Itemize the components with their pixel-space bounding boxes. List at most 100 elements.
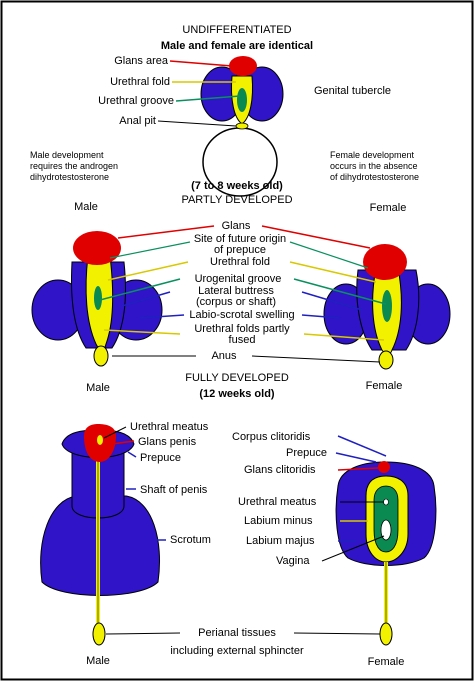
leader-prepuce-female-full (335, 452, 377, 463)
partly-male-glans (73, 231, 121, 265)
heading-age-7-8: (7 to 8 weeks old) (191, 180, 283, 192)
leader-urethral-meatus-male (103, 426, 127, 439)
full-female-perianal (379, 622, 393, 646)
full-female-glans-clitoridis (378, 461, 390, 473)
label-perianal-2: including external sphincter (170, 645, 304, 657)
full-female-labels: Corpus clitoridis Prepuce Glans clitorid… (232, 431, 327, 567)
leader-glans-area (169, 60, 233, 67)
leader-glans-male (117, 225, 215, 239)
undifferentiated-stage: UNDIFFERENTIATED Male and female are ide… (98, 24, 391, 197)
leader-labioscrotal-female (301, 314, 341, 319)
label-lateral-buttress-1: Lateral buttress (198, 285, 274, 297)
full-male-perianal (92, 622, 106, 646)
leader-groove-female (293, 278, 387, 305)
leader-buttress-female (301, 291, 363, 311)
leader-perianal-female (293, 632, 381, 635)
partly-female-glans (363, 244, 407, 280)
note-female-line-2: occurs in the absence (330, 161, 418, 171)
leader-anus-female (251, 355, 381, 363)
label-labium-minus: Labium minus (244, 515, 313, 527)
label-prepuce-origin-2: of prepuce (214, 244, 266, 256)
label-partly-urethral-fold: Urethral fold (210, 256, 270, 268)
label-urethral-groove: Urethral groove (98, 95, 174, 107)
undiff-glans-area (229, 56, 257, 76)
partly-female-anus-area (378, 350, 394, 370)
label-female-bottom: Female (368, 656, 405, 668)
note-female-line-3: of dihydrotestosterone (330, 172, 419, 182)
partly-labels: Glans Site of future origin of prepuce U… (189, 220, 294, 362)
full-male-meatus (97, 435, 103, 445)
label-labioscrotal: Labio-scrotal swelling (189, 309, 294, 321)
label-female-full: Female (366, 380, 403, 392)
partly-male-anus-area (93, 345, 109, 367)
leader-urethral-groove (175, 95, 241, 102)
leader-labioscrotal-male (139, 314, 185, 319)
heading-undifferentiated: UNDIFFERENTIATED (182, 24, 291, 36)
leader-perianal-male (105, 632, 181, 635)
label-shaft-of-penis: Shaft of penis (140, 484, 208, 496)
partly-female (323, 244, 451, 370)
label-glans: Glans (222, 220, 251, 232)
label-labium-majus: Labium majus (246, 535, 315, 547)
note-male-line-2: requires the androgen (30, 161, 118, 171)
heading-partly-developed: PARTLY DEVELOPED (181, 194, 292, 206)
leader-corpus-clitoridis (337, 435, 387, 457)
full-male (40, 424, 161, 646)
leader-glans-clitoridis (337, 467, 379, 471)
leader-groove-male (99, 278, 181, 301)
label-urogenital-groove: Urogenital groove (195, 273, 282, 285)
leader-prepuce-male (109, 241, 191, 259)
label-folds-fused-1: Urethral folds partly (194, 323, 290, 335)
partly-leaders (99, 225, 387, 363)
note-male-line-3: dihydrotestosterone (30, 172, 109, 182)
leader-vagina (321, 535, 385, 562)
label-anal-pit: Anal pit (119, 115, 156, 127)
development-notes: Male development requires the androgen d… (30, 150, 419, 182)
label-male-full: Male (86, 382, 110, 394)
partly-male (31, 231, 163, 367)
label-anus: Anus (211, 350, 237, 362)
label-prepuce-female: Prepuce (286, 447, 327, 459)
heading-age-12: (12 weeks old) (199, 388, 275, 400)
heading-fully-developed: FULLY DEVELOPED (185, 372, 289, 384)
undiff-anal-pit (235, 122, 249, 130)
label-female-partly: Female (370, 202, 407, 214)
leader-fused-male (103, 329, 181, 335)
full-male-leaders (103, 426, 181, 635)
label-male-bottom: Male (86, 655, 110, 667)
full-female-vestibule (373, 485, 399, 553)
full-female (335, 461, 437, 646)
full-female-meatus (383, 498, 389, 506)
label-vagina: Vagina (276, 555, 310, 567)
partly-female-groove (382, 290, 392, 322)
label-glans-clitoridis: Glans clitoridis (244, 464, 316, 476)
label-perianal-1: Perianal tissues (198, 627, 276, 639)
label-male-partly: Male (74, 201, 98, 213)
partly-male-groove (94, 286, 102, 310)
label-prepuce-origin-1: Site of future origin (194, 233, 286, 245)
note-female-line-1: Female development (330, 150, 415, 160)
label-glans-area: Glans area (114, 55, 169, 67)
note-male-line-1: Male development (30, 150, 104, 160)
label-urethral-meatus-male: Urethral meatus (130, 421, 209, 433)
leader-prepuce-male-full (127, 451, 137, 458)
undiff-urethral-groove (237, 88, 247, 112)
label-glans-penis: Glans penis (138, 436, 197, 448)
label-lateral-buttress-2: (corpus or shaft) (196, 296, 276, 308)
heading-identical: Male and female are identical (161, 40, 313, 52)
label-genital-tubercle: Genital tubercle (314, 85, 391, 97)
label-corpus-clitoridis: Corpus clitoridis (232, 431, 311, 443)
label-prepuce-male: Prepuce (140, 452, 181, 464)
leader-fused-female (303, 333, 385, 341)
leader-glans-female (261, 225, 371, 249)
leader-glans-penis (111, 440, 135, 445)
leader-fold-female (289, 261, 377, 283)
leader-anal-pit (157, 120, 237, 127)
label-scrotum: Scrotum (170, 534, 211, 546)
leader-prepuce-female (289, 241, 369, 269)
full-female-vagina (380, 519, 392, 541)
full-male-labels: Urethral meatus Glans penis Prepuce Shaf… (130, 421, 211, 546)
